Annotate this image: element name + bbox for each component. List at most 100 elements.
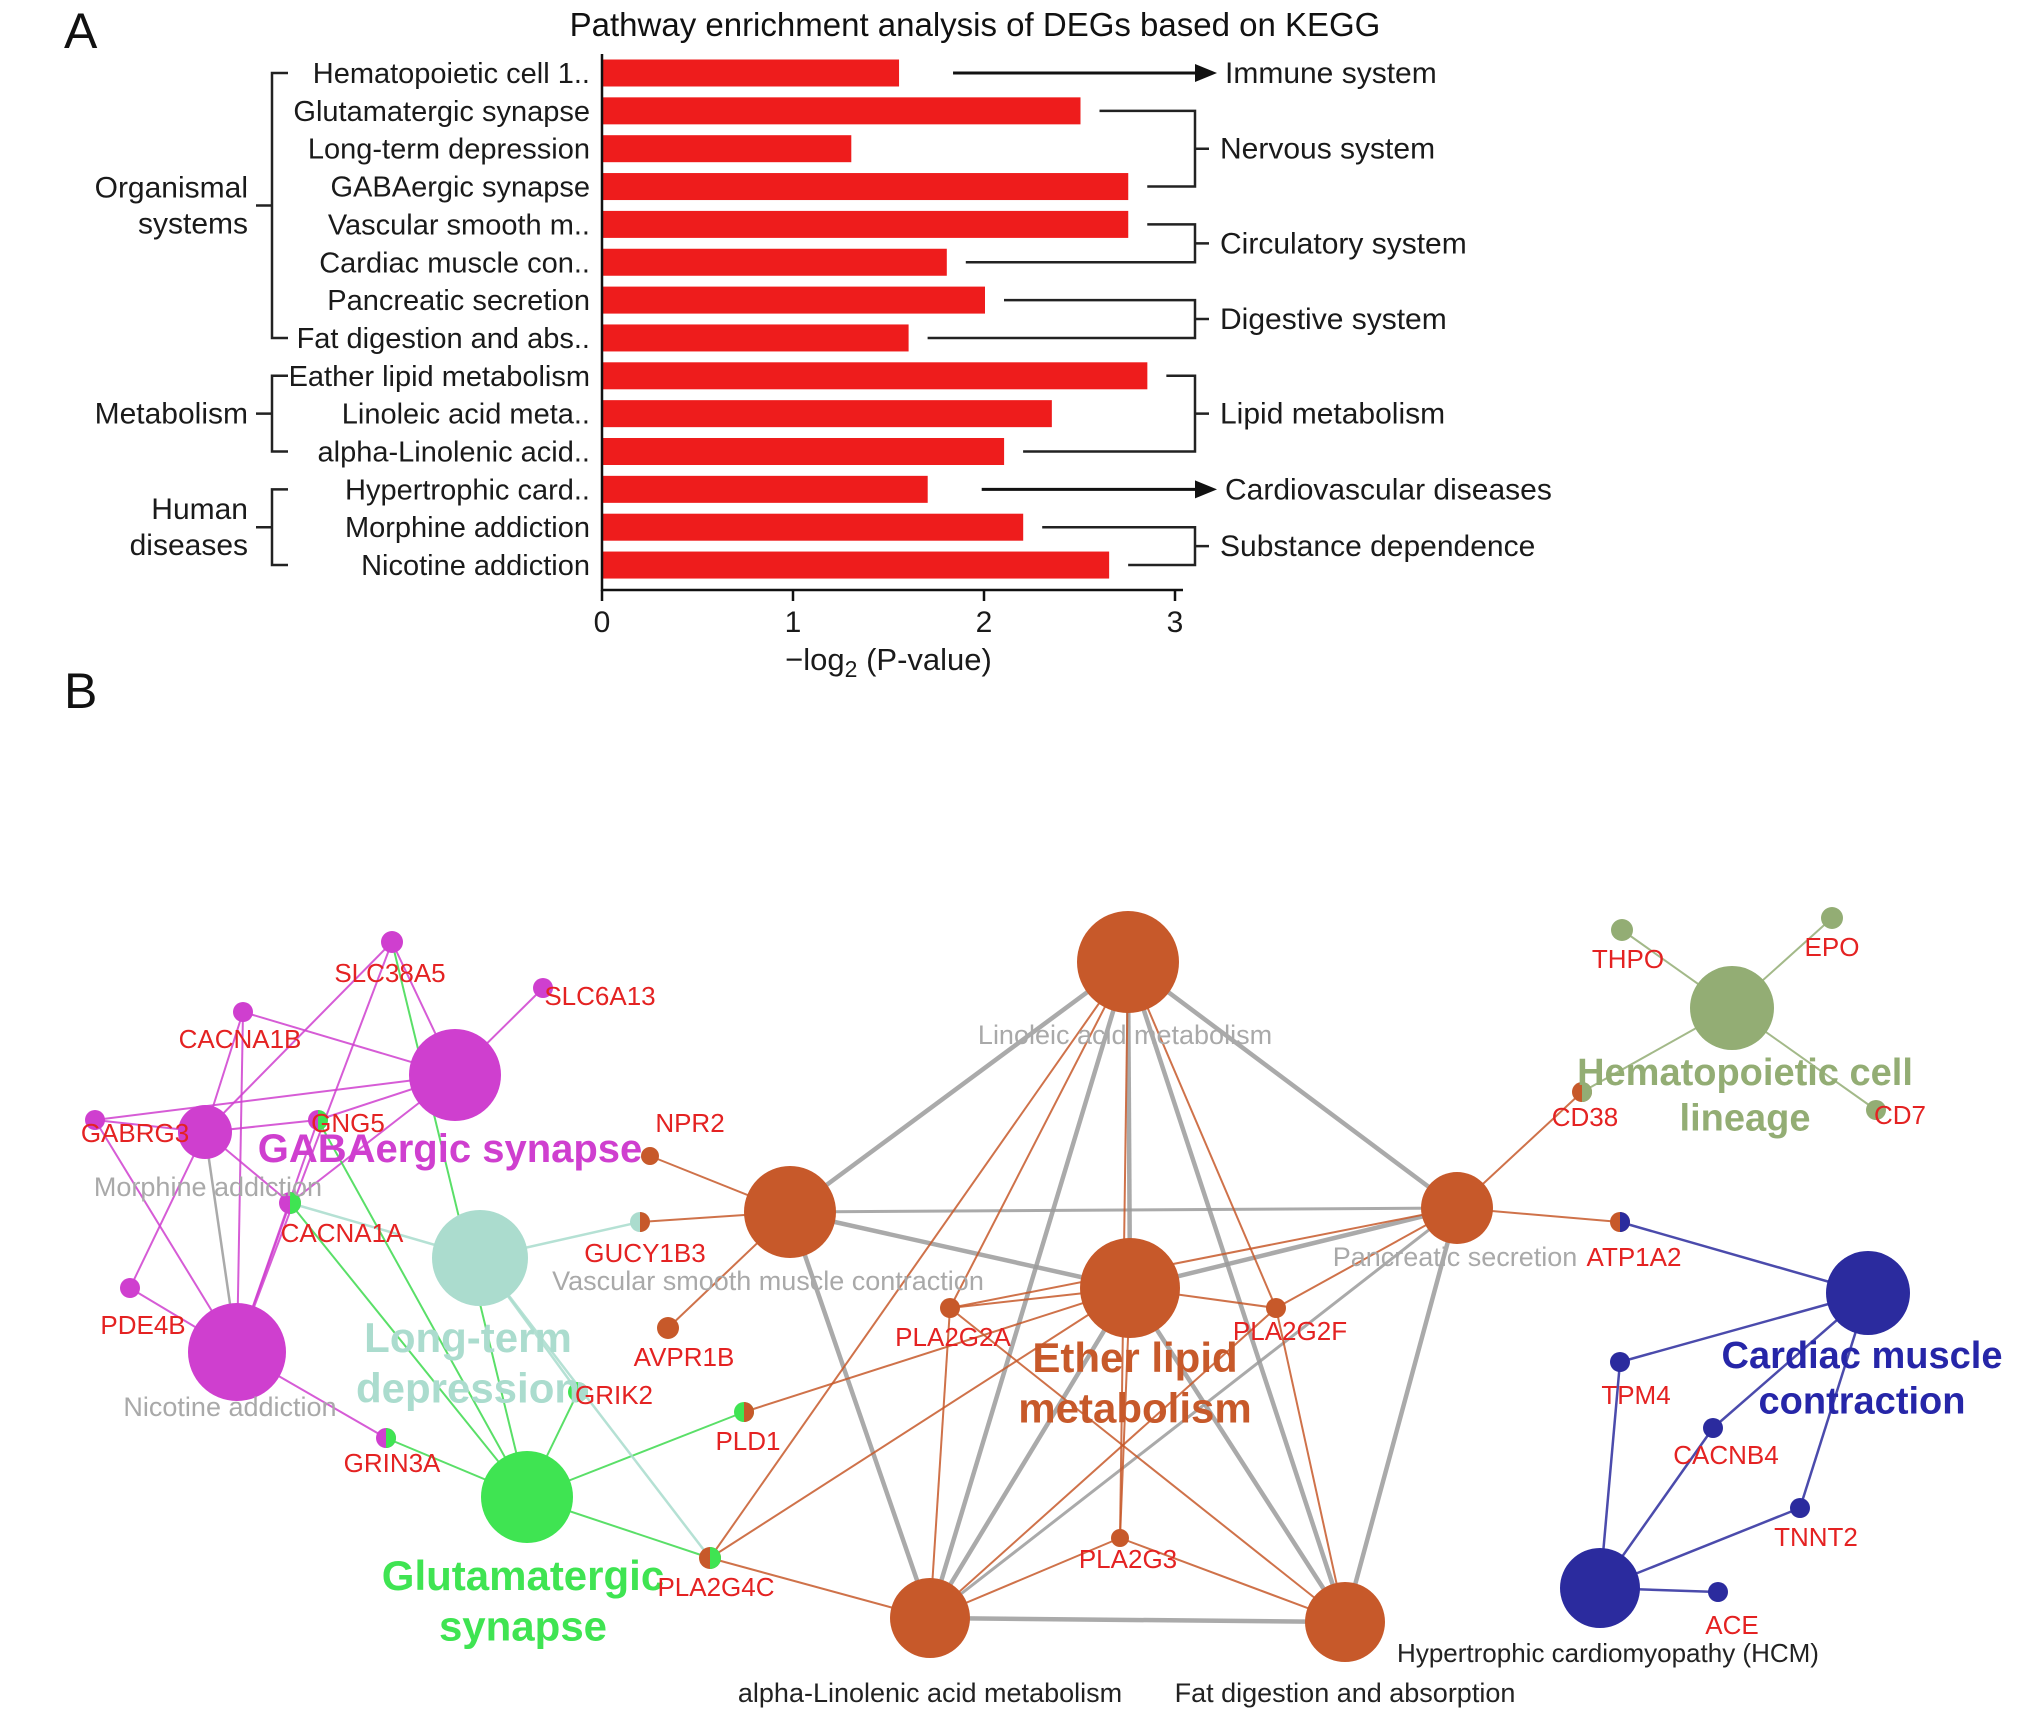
right-bracket-2 xyxy=(965,223,1209,264)
gene-node-TPM4 xyxy=(1610,1352,1630,1372)
edge-linoleic-alphalin xyxy=(927,961,1131,1619)
node-label-ACE: ACE xyxy=(1705,1610,1758,1640)
left-bracket-2 xyxy=(256,488,288,567)
edge-linoleic-PLA2G4C xyxy=(709,961,1129,1559)
edge-fatdig-PLA2G2A xyxy=(949,1307,1346,1623)
pathway-node-cardiac xyxy=(1826,1251,1910,1335)
category-label-1: Glutamatergic synapse xyxy=(293,96,590,128)
bar-6 xyxy=(603,286,985,314)
bar-12 xyxy=(603,513,1024,541)
node-label-ltd: depression xyxy=(356,1364,580,1411)
node-label-cardiac: contraction xyxy=(1759,1381,1966,1423)
gene-node-CACNA1B xyxy=(233,1002,253,1022)
node-label-NPR2: NPR2 xyxy=(655,1108,724,1138)
pathway-node-linoleic xyxy=(1077,911,1179,1013)
pathway-node-alphalin xyxy=(890,1578,970,1658)
left-group-label-0: Organismal xyxy=(95,171,248,204)
edge-ether-pancreatic xyxy=(1129,1205,1458,1291)
node-label-hcm: Hypertrophic cardiomyopathy (HCM) xyxy=(1397,1638,1819,1668)
node-label-ltd: Long-term xyxy=(364,1314,572,1361)
right-group-label-2: Circulatory system xyxy=(1220,227,1467,260)
category-label-2: Long-term depression xyxy=(308,134,590,166)
node-label-linoleic: Linoleic acid metabolism xyxy=(978,1020,1272,1050)
gene-node-CACNA1A-half xyxy=(290,1192,301,1214)
x-tick-label-3: 3 xyxy=(1167,606,1184,639)
right-group-label-1: Nervous system xyxy=(1220,133,1435,166)
node-label-TPM4: TPM4 xyxy=(1601,1380,1670,1410)
node-label-pancreatic: Pancreatic secretion xyxy=(1333,1242,1578,1272)
edge-nicotine-SLC38A5 xyxy=(236,941,393,1353)
pathway-node-morphine xyxy=(178,1105,232,1159)
pathway-node-gaba xyxy=(409,1029,501,1121)
gene-node-GRIN3A-half xyxy=(386,1428,396,1448)
right-group-label-3: Digestive system xyxy=(1220,303,1447,336)
node-label-alphalin: alpha-Linolenic acid metabolism xyxy=(738,1678,1122,1708)
bar-7 xyxy=(603,324,909,352)
left-bracket-1 xyxy=(256,374,288,453)
x-tick-label-1: 1 xyxy=(785,606,802,639)
node-label-PLA2G2F: PLA2G2F xyxy=(1233,1316,1347,1346)
pathway-node-pancreatic xyxy=(1421,1172,1493,1244)
node-label-GRIN3A: GRIN3A xyxy=(344,1448,441,1478)
edge-fatdig-PLA2G2F xyxy=(1275,1307,1346,1623)
edge-glut-CACNA1A xyxy=(289,1202,528,1498)
node-label-PLA2G2A: PLA2G2A xyxy=(895,1322,1011,1352)
node-label-PDE4B: PDE4B xyxy=(100,1310,185,1340)
gene-node-ACE xyxy=(1708,1582,1728,1602)
bar-4 xyxy=(603,210,1129,238)
pathway-node-ltd xyxy=(432,1210,528,1306)
node-label-CD38: CD38 xyxy=(1552,1102,1618,1132)
gene-node-ATP1A2-half xyxy=(1620,1212,1630,1232)
edge-morphine-SLC38A5 xyxy=(204,941,393,1133)
node-label-fatdig: Fat digestion and absorption xyxy=(1175,1678,1516,1708)
node-label-PLA2G3: PLA2G3 xyxy=(1079,1544,1177,1574)
edge-linoleic-pancreatic xyxy=(1126,960,1459,1210)
node-label-ether: Ether lipid xyxy=(1032,1334,1237,1381)
left-group-label-2: diseases xyxy=(130,529,248,562)
panel-a-label: A xyxy=(64,3,98,59)
edge-linoleic-ether xyxy=(1125,961,1133,1289)
category-label-6: Pancreatic secretion xyxy=(327,285,590,317)
pathway-node-ether xyxy=(1080,1238,1180,1338)
edge-ether-PLD1 xyxy=(743,1287,1131,1413)
pathway-node-nicotine xyxy=(188,1303,286,1401)
node-label-GRIK2: GRIK2 xyxy=(575,1380,653,1410)
node-label-GUCY1B3: GUCY1B3 xyxy=(584,1238,705,1268)
edge-gaba-GABRG3 xyxy=(94,1074,456,1121)
gene-node-PLA2G4C-half xyxy=(710,1547,721,1569)
bar-2 xyxy=(603,135,852,163)
edge-vascular-pancreatic xyxy=(789,1206,1458,1214)
right-bracket-3 xyxy=(927,298,1209,340)
bar-11 xyxy=(603,475,928,503)
node-label-EPO: EPO xyxy=(1805,932,1860,962)
node-label-ATP1A2: ATP1A2 xyxy=(1587,1242,1682,1272)
right-group-label-0: Immune system xyxy=(1225,57,1437,90)
node-label-THPO: THPO xyxy=(1592,944,1664,974)
category-label-0: Hematopoietic cell 1.. xyxy=(313,58,590,90)
edge-fatdig-PLA2G3 xyxy=(1119,1537,1346,1623)
node-label-GNG5: GNG5 xyxy=(311,1108,385,1138)
bar-1 xyxy=(603,97,1081,125)
node-label-CD7: CD7 xyxy=(1874,1100,1926,1130)
edge-ether-fatdig xyxy=(1128,1286,1347,1624)
left-bracket-0 xyxy=(256,71,288,340)
gene-node-GABRG3 xyxy=(85,1110,105,1130)
category-label-4: Vascular smooth m.. xyxy=(328,209,590,241)
category-label-13: Nicotine addiction xyxy=(361,550,590,582)
gene-node-PLA2G2F xyxy=(1266,1298,1286,1318)
right-group-label-5: Cardiovascular diseases xyxy=(1225,473,1552,506)
pathway-node-vascular xyxy=(744,1166,836,1258)
bar-13 xyxy=(603,551,1110,579)
gene-node-GRIK2-half xyxy=(578,1382,588,1402)
right-group-label-4: Lipid metabolism xyxy=(1220,398,1445,431)
gene-node-GNG5-half xyxy=(318,1110,328,1130)
node-label-glut: synapse xyxy=(439,1602,607,1649)
gene-node-CACNB4 xyxy=(1703,1418,1723,1438)
edge-nicotine-CACNA1B xyxy=(236,1011,244,1353)
edge-pancreatic-fatdig xyxy=(1342,1207,1460,1623)
chart-title: Pathway enrichment analysis of DEGs base… xyxy=(569,6,1381,43)
edge-ether-vascular xyxy=(789,1209,1131,1291)
right-group-label-6: Substance dependence xyxy=(1220,530,1535,563)
node-label-CACNA1B: CACNA1B xyxy=(179,1024,302,1054)
